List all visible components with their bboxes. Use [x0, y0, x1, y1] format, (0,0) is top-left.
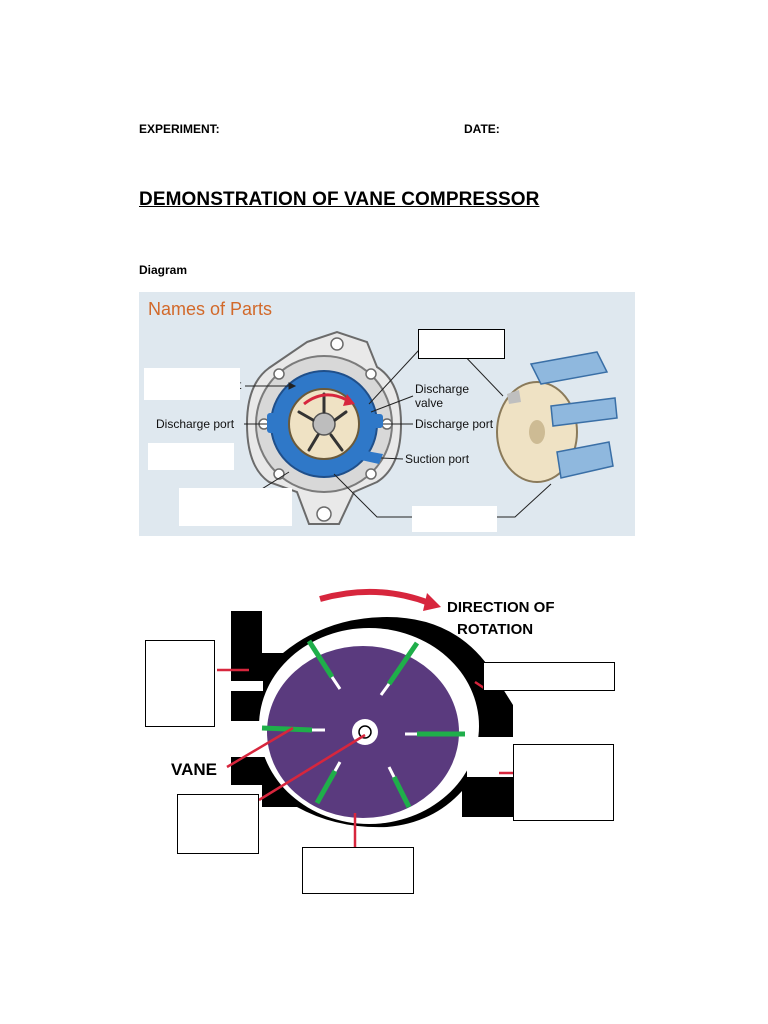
discharge-port-right-label: Discharge port [415, 417, 494, 431]
answer-box-rotor[interactable] [302, 847, 414, 894]
diagram-label: Diagram [139, 263, 188, 277]
answer-box-inlet[interactable] [145, 640, 215, 727]
shaft-center-icon [358, 725, 372, 739]
date-label: DATE: [464, 122, 500, 136]
names-of-parts-illustration: Names of Parts [148, 299, 618, 525]
compressor-housing [231, 611, 513, 828]
rotor-assembly [496, 351, 618, 483]
vane-compressor-illustration: DIRECTION OF ROTATION VANE [171, 588, 555, 847]
direction-label-1: DIRECTION OF [447, 599, 555, 616]
vane-compressor-diagram: DIRECTION OF ROTATION VANE [137, 585, 617, 895]
suction-port-label: Suction port [405, 452, 470, 466]
vane-label: VANE [171, 760, 217, 779]
label-blank-box-left-middle[interactable] [148, 443, 234, 470]
page-title: DEMONSTRATION OF VANE COMPRESSOR [139, 189, 540, 210]
red-leader-lines [217, 668, 513, 847]
experiment-label: EXPERIMENT: [139, 122, 220, 136]
partial-label-t: t [238, 378, 242, 392]
vane-slots [312, 676, 417, 778]
discharge-valve-label-1: Discharge [415, 382, 469, 396]
figure1-heading: Names of Parts [148, 299, 272, 319]
compressor-body [245, 330, 403, 525]
vanes [261, 639, 465, 809]
discharge-port-left-label: Discharge port [156, 417, 235, 431]
names-of-parts-figure: Names of Parts [139, 292, 635, 536]
direction-label-2: ROTATION [457, 621, 533, 638]
label-blank-box-top[interactable] [418, 329, 505, 359]
label-blank-box-bottom-left[interactable] [179, 488, 292, 526]
label-blank-box-bottom-right[interactable] [412, 506, 497, 532]
answer-box-outlet[interactable] [513, 744, 614, 821]
answer-box-shaft[interactable] [177, 794, 259, 854]
label-blank-box-left-upper[interactable] [144, 368, 240, 400]
answer-box-housing[interactable] [483, 662, 615, 691]
rotation-arrow [319, 588, 441, 611]
discharge-valve-label-2: valve [415, 396, 443, 410]
